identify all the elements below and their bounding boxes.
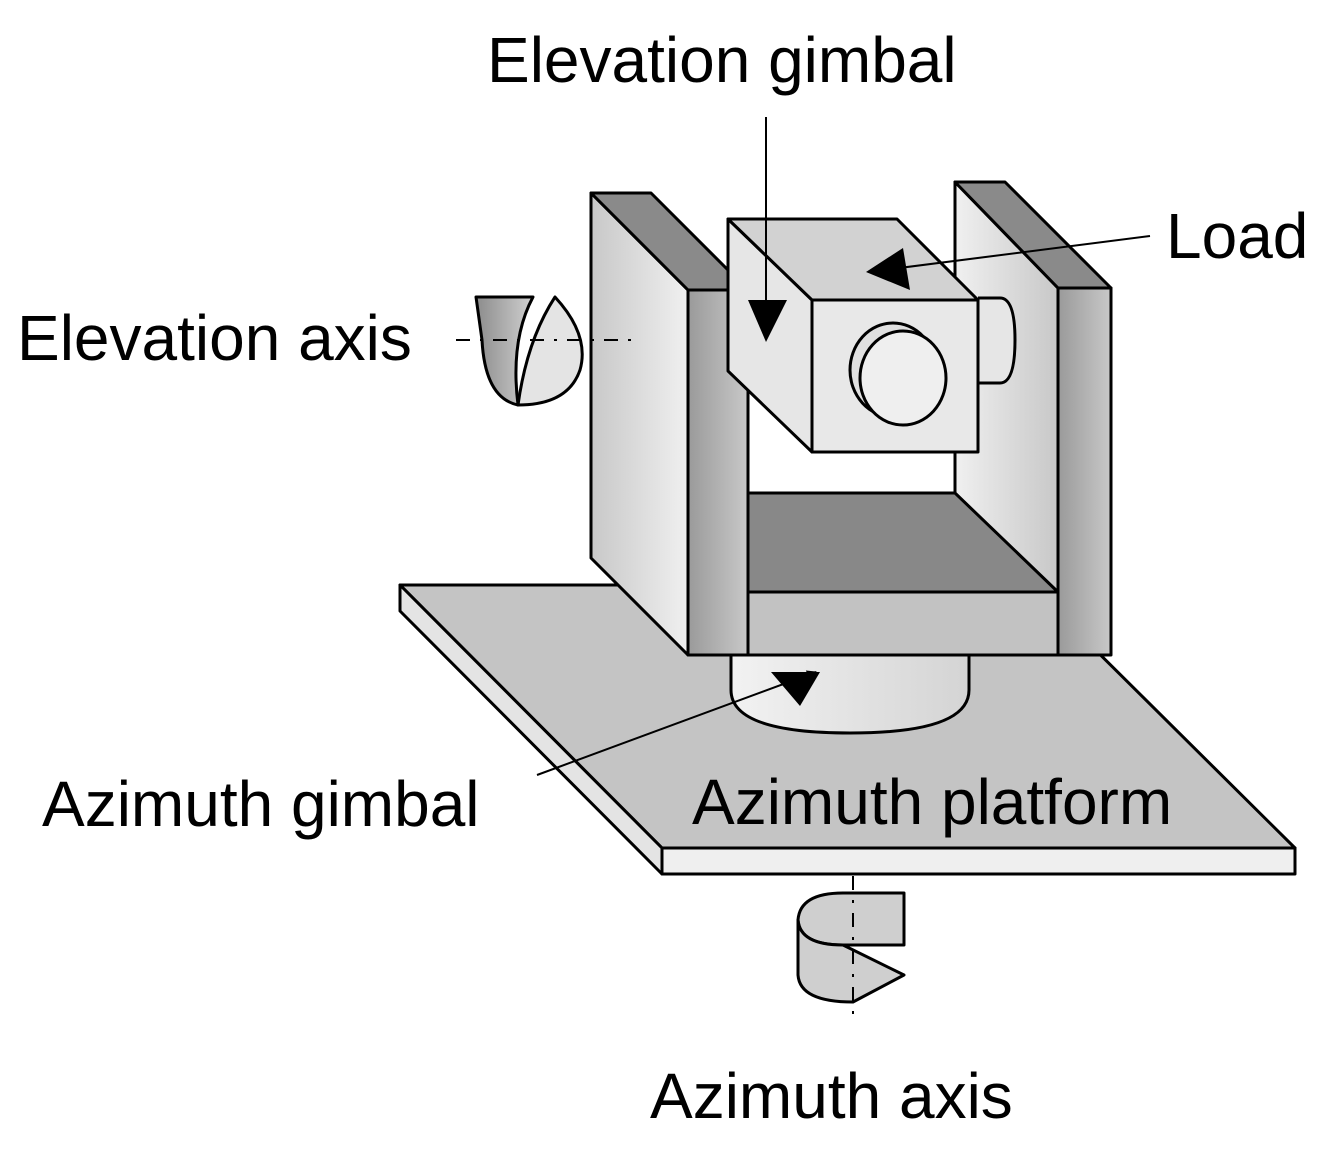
azimuth-gimbal-label: Azimuth gimbal — [42, 768, 480, 840]
yoke-floor-front — [746, 590, 1060, 657]
elevation-axis-label: Elevation axis — [17, 302, 412, 374]
load-arrowhead — [866, 248, 910, 290]
elevation-gimbal-arrowhead — [748, 300, 787, 342]
azimuth-platform-label: Azimuth platform — [692, 766, 1173, 838]
elevation-gimbal-label: Elevation gimbal — [487, 24, 957, 96]
azimuth-axis-symbol — [796, 891, 906, 1004]
platform-front-edge — [660, 846, 1297, 876]
azimuth-gimbal-arrowhead — [771, 672, 820, 706]
azimuth-axis-label: Azimuth axis — [650, 1060, 1013, 1132]
load-right-shaft — [978, 296, 1017, 385]
elevation-axis-symbol — [474, 295, 584, 407]
elevation-gimbal-yoke — [589, 180, 1113, 657]
load-label: Load — [1166, 200, 1309, 272]
load-lens — [858, 329, 948, 427]
yoke-right-plate-front — [1056, 286, 1113, 657]
load-leader — [867, 235, 1151, 276]
azimuth-gimbal-leader — [536, 670, 817, 776]
